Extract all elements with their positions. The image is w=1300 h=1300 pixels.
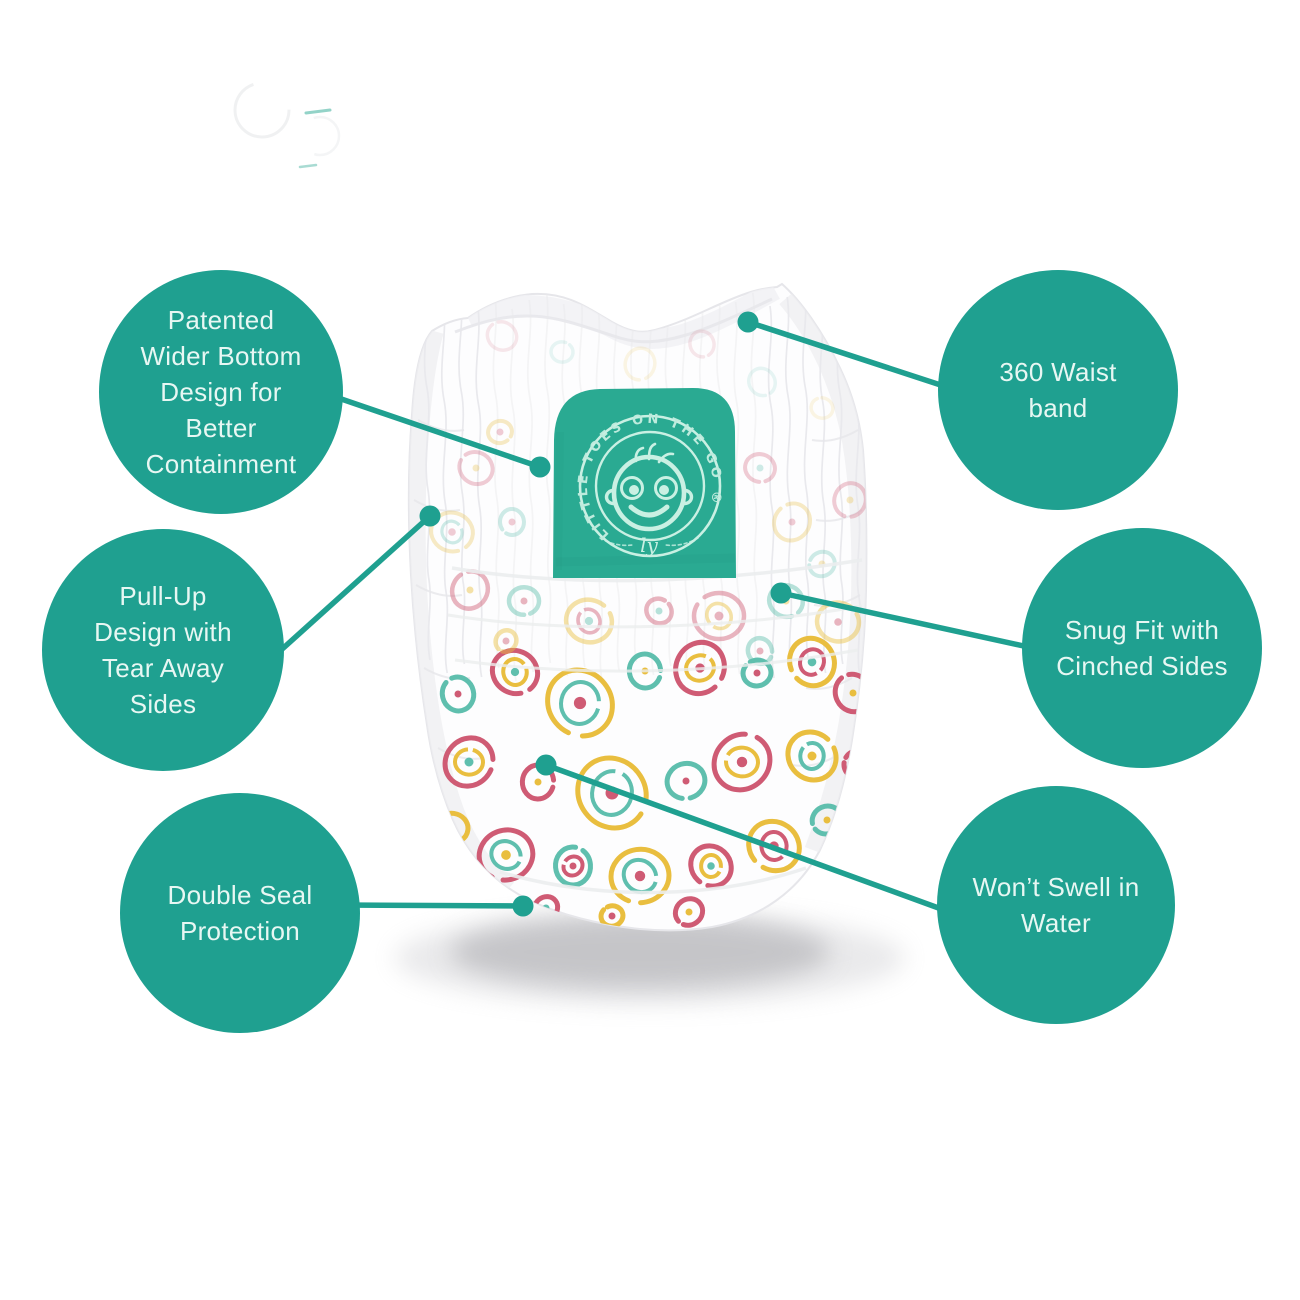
feature-line: Pull-Up — [119, 581, 207, 611]
feature-line: Double Seal — [167, 880, 313, 910]
feature-label: 360 Waist band — [999, 354, 1116, 426]
faint-watermark-circles — [233, 81, 341, 169]
feature-line: Design for — [160, 377, 282, 407]
connector-line-snug-fit — [778, 590, 1045, 653]
feature-bubble-360-waist-band: 360 Waist band — [938, 270, 1178, 510]
feature-line: Tear Away — [101, 653, 225, 683]
feature-line: Won’t Swell in — [972, 872, 1140, 902]
feature-bubble-wont-swell: Won’t Swell in Water — [937, 786, 1175, 1024]
feature-line: Protection — [179, 916, 301, 946]
feature-label: Pull-Up Design with Tear Away Sides — [94, 578, 232, 722]
feature-label: Snug Fit with Cinched Sides — [1056, 612, 1228, 684]
product-shadow — [395, 912, 905, 1004]
feature-line: Sides — [129, 689, 197, 719]
feature-line: Patented — [167, 305, 275, 335]
connector-line-patented — [312, 387, 543, 470]
brand-label: LITTLE TOES ON THE GO ® ly — [553, 388, 736, 578]
connector-line-waist-band — [745, 319, 965, 395]
diaper-creases — [447, 558, 863, 895]
feature-label: Double Seal Protection — [168, 877, 313, 949]
feature-bubble-patented-wider-bottom: Patented Wider Bottom Design for Better … — [99, 270, 343, 514]
connector-dot-wont-swell — [535, 754, 557, 776]
connector-dot-patented — [529, 456, 551, 478]
feature-line: Better — [185, 413, 257, 443]
connector-dots — [419, 311, 792, 917]
baby-face-logo — [578, 414, 722, 558]
connector-line-wont-swell — [543, 762, 958, 917]
connector-dot-double-seal — [512, 895, 534, 917]
feature-bubble-pull-up-design: Pull-Up Design with Tear Away Sides — [42, 529, 284, 771]
feature-line: Wider Bottom — [140, 341, 302, 371]
feature-line: Containment — [145, 449, 297, 479]
feature-label: Patented Wider Bottom Design for Better … — [140, 302, 301, 482]
feature-line: 360 Waist — [999, 357, 1117, 387]
connector-dot-snug-fit — [770, 582, 792, 604]
connector-lines — [267, 319, 1045, 917]
feature-bubble-double-seal: Double Seal Protection — [120, 793, 360, 1033]
feature-line: Design with — [94, 617, 232, 647]
connector-dot-waist-band — [737, 311, 759, 333]
brand-signature-script: ly — [640, 533, 658, 557]
feature-line: Cinched Sides — [1056, 651, 1228, 681]
connector-line-pull-up — [267, 513, 433, 663]
feature-line: Snug Fit with — [1064, 615, 1220, 645]
feature-bubble-snug-fit: Snug Fit with Cinched Sides — [1022, 528, 1262, 768]
connector-line-double-seal — [335, 902, 526, 909]
feature-label: Won’t Swell in Water — [972, 869, 1139, 941]
feature-line: band — [1028, 393, 1088, 423]
feature-line: Water — [1021, 908, 1091, 938]
connector-dot-pull-up — [419, 505, 441, 527]
